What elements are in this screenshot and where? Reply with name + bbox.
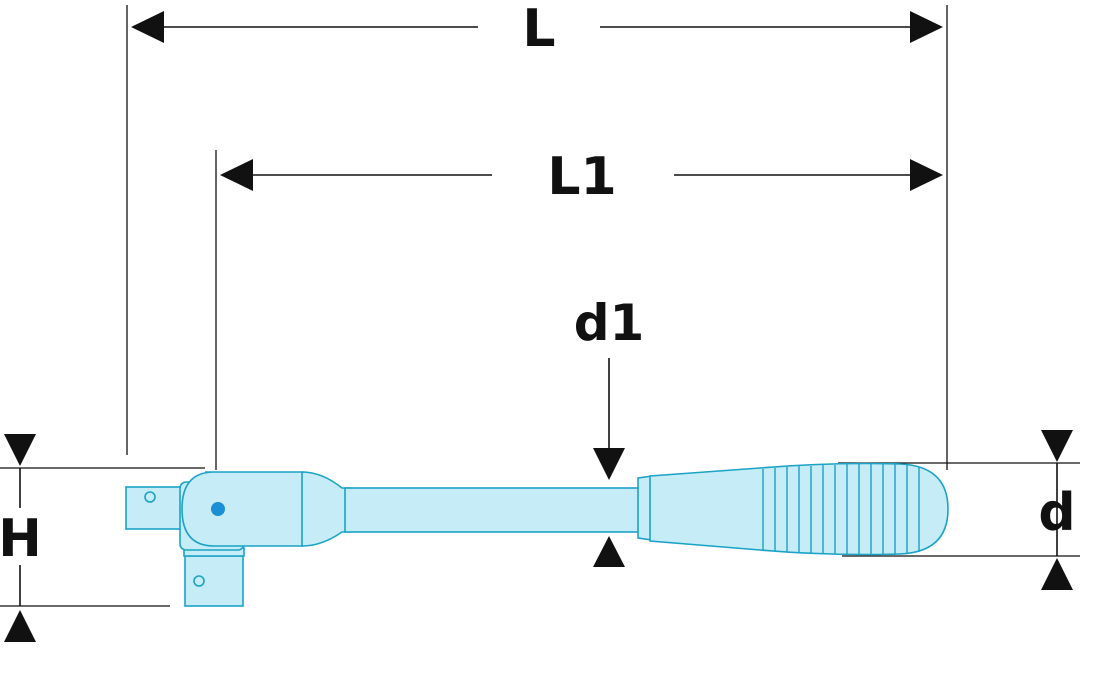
dimension-d1: d1	[574, 294, 645, 567]
arrowhead-d1-bottom	[593, 536, 625, 567]
arrowhead-h-bottom	[4, 610, 36, 642]
arrowhead-l1-right	[910, 159, 943, 191]
arrowhead-l1-left	[220, 159, 253, 191]
dimension-l1: L1	[220, 147, 943, 207]
arrowhead-d1-top	[593, 448, 625, 480]
drive-ball-left	[144, 491, 156, 503]
label-length-to-pivot: L1	[547, 147, 616, 207]
shank	[344, 487, 644, 533]
head-neck	[301, 471, 351, 547]
pivot-point	[211, 502, 225, 516]
dimension-h: H	[0, 434, 205, 642]
arrowhead-d-top	[1041, 430, 1073, 462]
label-height: H	[0, 509, 42, 569]
dimension-l: L	[131, 0, 943, 59]
label-overall-length: L	[522, 0, 555, 59]
arrowhead-d-bottom	[1041, 558, 1073, 590]
arrowhead-h-top	[4, 434, 36, 466]
arrowhead-l-right	[910, 11, 943, 43]
grip-ribs	[762, 464, 920, 555]
label-shank-diameter: d1	[574, 294, 645, 352]
ratchet-tool	[125, 462, 949, 607]
ratchet-head	[181, 471, 311, 547]
arrowhead-l-left	[131, 11, 164, 43]
drive-ball-lower	[193, 575, 205, 587]
label-handle-diameter: d	[1038, 483, 1075, 543]
